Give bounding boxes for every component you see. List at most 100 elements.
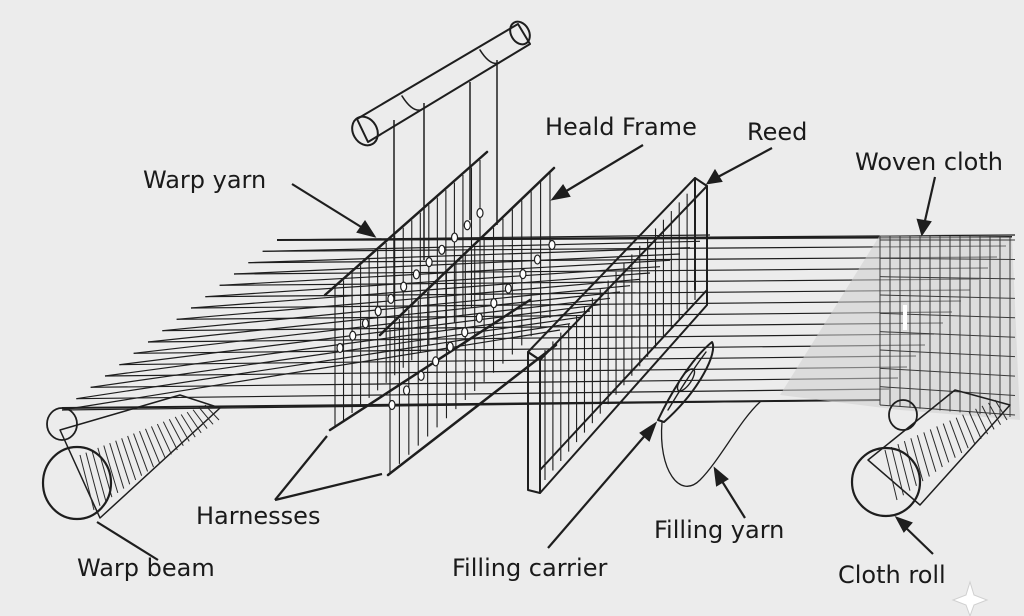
- loom-stroke: [879, 276, 1016, 280]
- loom-stroke: [168, 419, 184, 446]
- label-warp-beam: Warp beam: [77, 554, 215, 582]
- woven-cloth-panel: [780, 235, 1020, 420]
- loom-stroke: [936, 426, 950, 463]
- loom-stroke: [127, 435, 143, 476]
- loom-stroke: [198, 407, 214, 425]
- filling-yarn-thread: [660, 401, 761, 487]
- loom-stroke: [104, 310, 591, 377]
- label-woven-cloth: Woven cloth: [855, 148, 1003, 176]
- heddle-eye: [504, 283, 512, 294]
- loom-stroke: [942, 423, 956, 458]
- heddle-eye: [461, 327, 469, 338]
- loom-stroke: [145, 428, 160, 464]
- sparkle-icon: [951, 580, 989, 616]
- cloth-roll-drum: [850, 389, 1011, 518]
- top-roller: [351, 20, 531, 147]
- loom-stroke: [923, 432, 937, 472]
- loom-stroke: [109, 442, 125, 489]
- loom-stroke: [988, 402, 1001, 425]
- label-filling-yarn: Filling yarn: [654, 516, 785, 544]
- loom-stroke: [981, 405, 995, 430]
- loom-stroke: [156, 423, 172, 455]
- heald-cords: [393, 60, 498, 300]
- loom-stroke: [121, 438, 137, 481]
- shuttle: [657, 341, 715, 423]
- loom-stroke: [929, 429, 943, 468]
- loom-stroke: [879, 349, 1016, 358]
- heddle-eye: [336, 342, 344, 354]
- loom-stroke: [119, 304, 601, 366]
- loom-stroke: [119, 355, 917, 366]
- loom-stroke: [890, 446, 904, 496]
- label-warp-yarn: Warp yarn: [143, 166, 267, 194]
- heddle-eye: [374, 306, 382, 317]
- leader-lines: [96, 144, 937, 561]
- heddle-eye: [349, 330, 357, 341]
- loom-stroke: [994, 399, 1008, 421]
- loom-stroke: [104, 366, 908, 377]
- loom-stroke: [176, 311, 953, 320]
- loom-stroke: [85, 452, 101, 506]
- heddle-eye: [425, 256, 433, 268]
- loom-stroke: [879, 312, 1016, 319]
- label-cloth-roll: Cloth roll: [838, 561, 946, 589]
- loom-stroke: [916, 435, 930, 477]
- loom-stroke: [91, 450, 107, 502]
- loom-stroke: [192, 409, 208, 429]
- label-filling-carrier: Filling carrier: [452, 554, 608, 582]
- loom-stroke: [76, 388, 890, 400]
- heddle-eye: [387, 293, 395, 305]
- warp-sheet: [61, 234, 1016, 411]
- heddle-eye: [400, 281, 408, 292]
- loom-stroke: [190, 300, 962, 309]
- heddle-eye: [417, 370, 425, 382]
- loom-stroke: [879, 331, 1016, 338]
- heddle-eye: [450, 232, 459, 243]
- loom-stroke: [186, 411, 202, 434]
- heddle-eye: [476, 207, 484, 219]
- heddle-eye: [519, 268, 527, 280]
- heddle-eye: [475, 312, 483, 323]
- loom-stroke: [103, 445, 119, 493]
- loom-stroke: [910, 438, 924, 482]
- loom-stroke: [903, 441, 917, 487]
- loom-stroke: [139, 431, 154, 468]
- loom-stroke: [949, 420, 963, 454]
- heddle-eye: [432, 356, 440, 367]
- label-harnesses: Harnesses: [196, 502, 321, 530]
- loom-stroke: [962, 414, 976, 444]
- loom-stroke: [79, 454, 95, 511]
- reed-frame: [527, 177, 708, 494]
- loom-stroke: [879, 367, 1016, 377]
- loom-stroke: [248, 247, 691, 264]
- harness-frames: [323, 150, 558, 477]
- loom-stroke: [133, 433, 149, 472]
- loom-stroke: [879, 294, 1016, 299]
- heddle-eye: [412, 269, 420, 280]
- loom-stroke: [879, 386, 1016, 397]
- loom-stroke: [150, 426, 166, 459]
- loom-stroke: [968, 411, 982, 440]
- loom-stroke: [174, 416, 190, 442]
- loom-stroke: [879, 404, 1016, 416]
- loom-stroke: [975, 408, 989, 435]
- heddle-eye: [533, 254, 542, 265]
- label-heald-frame: Heald Frame: [545, 113, 697, 141]
- heddle-eye: [548, 239, 556, 251]
- loom-stroke: [133, 297, 611, 354]
- loom-stroke: [115, 440, 131, 485]
- heddle-eye: [446, 341, 454, 352]
- loom-stroke: [176, 278, 641, 320]
- loom-stroke: [180, 414, 196, 438]
- label-reed: Reed: [747, 118, 808, 146]
- loom-stroke: [233, 253, 681, 275]
- warp-beam-drum: [41, 394, 221, 521]
- heddle-eye: [388, 399, 396, 411]
- heddle-eye: [490, 298, 498, 309]
- heddle-eye: [402, 385, 411, 396]
- loom-stroke: [262, 240, 701, 252]
- loom-stroke: [205, 289, 971, 298]
- heddle-eye: [438, 244, 446, 255]
- loom-stroke: [61, 399, 881, 409]
